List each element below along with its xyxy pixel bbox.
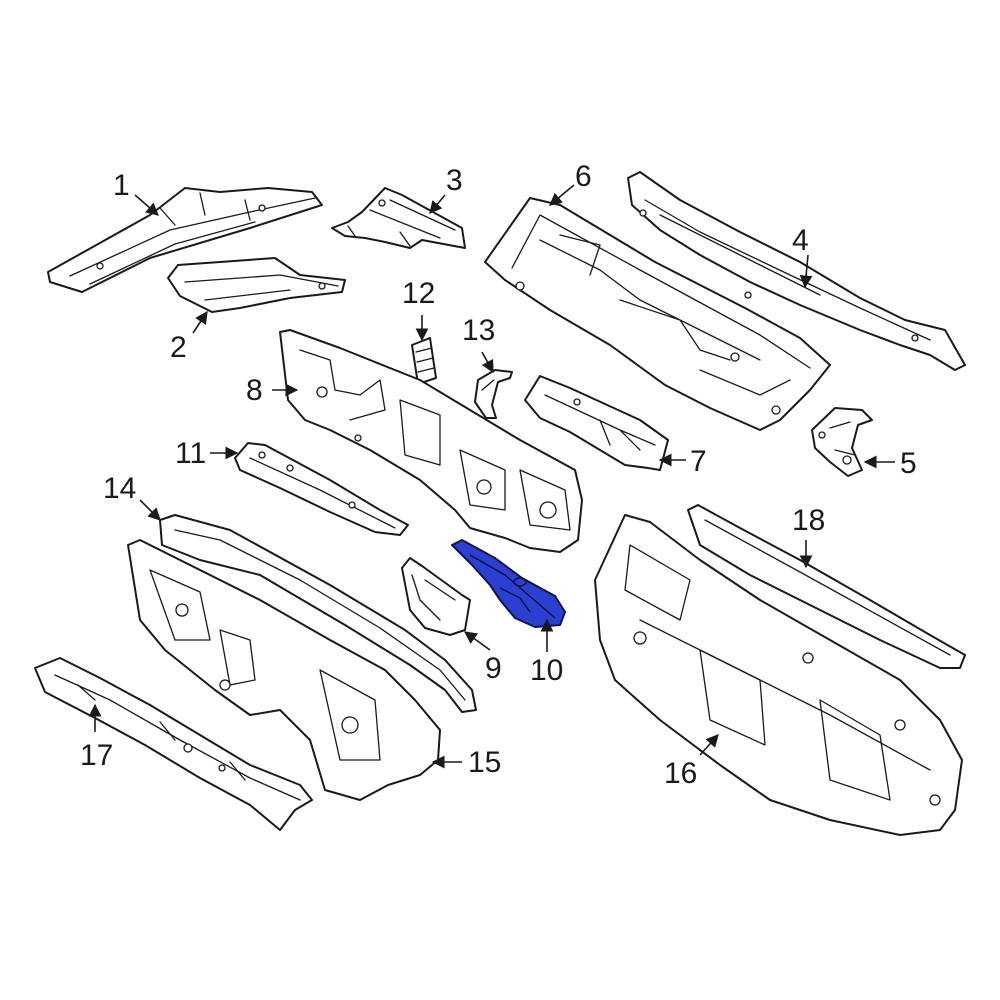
callout-18[interactable]: 18 — [792, 504, 825, 537]
callout-17[interactable]: 17 — [80, 739, 113, 772]
part-11-reinforcement[interactable] — [234, 442, 409, 536]
part-2-cowl-cover[interactable] — [167, 257, 346, 313]
part-17-lower-rail[interactable] — [34, 657, 313, 831]
leader-9 — [463, 631, 491, 651]
part-7-insulator[interactable] — [524, 375, 669, 471]
part-6-plenum-panel[interactable] — [484, 197, 831, 431]
callout-1[interactable]: 1 — [113, 169, 130, 202]
callout-5[interactable]: 5 — [900, 447, 917, 480]
part-13-small-bracket[interactable] — [474, 369, 513, 419]
callout-8[interactable]: 8 — [246, 374, 263, 407]
callout-3[interactable]: 3 — [446, 164, 463, 197]
part-18-seal[interactable] — [687, 504, 966, 669]
part-3-bracket[interactable] — [331, 187, 466, 249]
leader-3 — [429, 194, 446, 214]
callout-16[interactable]: 16 — [664, 757, 697, 790]
callout-labels: 1 2 3 4 5 6 7 8 9 10 11 12 13 14 15 16 1… — [80, 160, 917, 790]
part-16-carrier[interactable] — [594, 514, 963, 836]
callout-11[interactable]: 11 — [175, 437, 206, 470]
part-10-highlighted-bracket[interactable] — [451, 539, 566, 628]
part-8-dash-panel[interactable] — [279, 329, 583, 553]
callout-6[interactable]: 6 — [575, 160, 592, 193]
part-14-cross-member[interactable] — [159, 514, 477, 713]
callout-leaders — [88, 184, 895, 769]
leader-13 — [481, 351, 494, 374]
callout-13[interactable]: 13 — [462, 314, 495, 347]
callout-7[interactable]: 7 — [690, 445, 707, 478]
callout-12[interactable]: 12 — [402, 277, 435, 310]
part-15-lower-dash[interactable] — [127, 539, 441, 801]
callout-9[interactable]: 9 — [485, 652, 502, 685]
part-1-cowl-rail[interactable] — [47, 187, 323, 293]
part-12-small-bracket[interactable] — [411, 337, 437, 385]
callout-10[interactable]: 10 — [530, 654, 563, 687]
leader-4 — [799, 254, 813, 289]
part-9-bracket[interactable] — [401, 557, 471, 636]
callout-14[interactable]: 14 — [103, 472, 136, 505]
part-5-bracket[interactable] — [811, 407, 873, 477]
callout-2[interactable]: 2 — [170, 331, 187, 364]
callout-4[interactable]: 4 — [792, 224, 809, 257]
leader-2 — [192, 310, 208, 334]
leader-1 — [134, 194, 159, 216]
leader-16 — [699, 734, 719, 756]
callout-15[interactable]: 15 — [468, 746, 501, 779]
part-4-cowl-top[interactable] — [627, 171, 966, 371]
leader-6 — [549, 184, 575, 206]
leader-14 — [139, 499, 161, 521]
